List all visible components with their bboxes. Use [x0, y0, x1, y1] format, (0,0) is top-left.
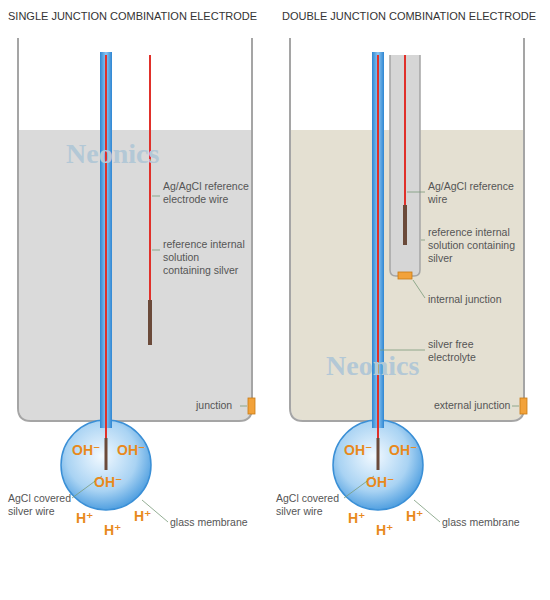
- ion-label: OH⁻: [366, 474, 394, 492]
- ion-label: OH⁻: [72, 442, 100, 460]
- part-label: AgCl covered silver wire: [8, 492, 78, 518]
- part-label: reference internal solution containing s…: [428, 226, 520, 265]
- ion-label: OH⁻: [94, 474, 122, 492]
- part-label: junction: [196, 399, 232, 412]
- ion-label: H⁺: [134, 508, 152, 526]
- part-label: reference internal solution containing s…: [163, 238, 249, 277]
- panel-title: DOUBLE JUNCTION COMBINATION ELECTRODE: [282, 10, 536, 24]
- double-junction-electrode: [290, 38, 527, 522]
- watermark: Neonics: [66, 136, 159, 171]
- part-label: glass membrane: [170, 516, 248, 529]
- part-label: external junction: [434, 399, 510, 412]
- part-label: Ag/AgCl reference wire: [428, 180, 518, 206]
- ion-label: H⁺: [406, 508, 424, 526]
- ion-label: OH⁻: [389, 442, 417, 460]
- part-label: glass membrane: [442, 516, 520, 529]
- ion-label: H⁺: [376, 522, 394, 540]
- part-label: Ag/AgCl reference electrode wire: [163, 180, 249, 206]
- panel-title: SINGLE JUNCTION COMBINATION ELECTRODE: [8, 10, 257, 24]
- part-label: AgCl covered silver wire: [276, 492, 346, 518]
- ion-label: OH⁻: [344, 442, 372, 460]
- ion-label: OH⁻: [117, 442, 145, 460]
- ion-label: H⁺: [76, 510, 94, 528]
- ion-label: H⁺: [104, 522, 122, 540]
- ion-label: H⁺: [348, 510, 366, 528]
- part-label: internal junction: [428, 293, 502, 306]
- part-label: silver free electrolyte: [428, 338, 508, 364]
- single-junction-electrode: [18, 38, 255, 522]
- watermark: Neonics: [326, 348, 419, 383]
